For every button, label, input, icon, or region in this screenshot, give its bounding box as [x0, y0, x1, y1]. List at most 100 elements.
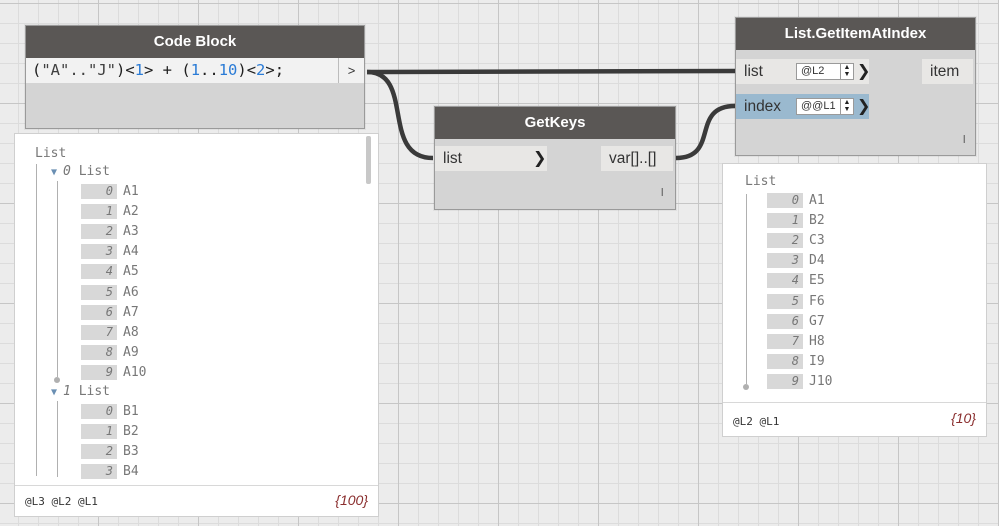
item-index: 6	[767, 313, 803, 329]
code-input[interactable]: ("A".."J")<1> + (1..10)<2>;	[26, 58, 338, 83]
sublist-label: List	[78, 384, 111, 399]
item-value: J10	[809, 373, 833, 389]
item-value: F6	[809, 293, 825, 309]
item-index: 3	[81, 464, 117, 480]
list-item: 3 A4	[81, 243, 139, 260]
chevron-right-icon: ❯	[857, 98, 871, 115]
getitem-input-index[interactable]: index @@L1 ▲▼ ❯	[736, 94, 871, 119]
item-value: B1	[123, 404, 139, 419]
item-value: A8	[123, 324, 139, 340]
list-level-stepper[interactable]: @L2 ▲▼	[796, 63, 854, 80]
getitem-input-list[interactable]: list @L2 ▲▼ ❯	[736, 59, 871, 84]
item-value: A2	[123, 204, 139, 220]
item-index: 1	[81, 424, 117, 440]
item-index: 1	[767, 213, 803, 229]
getkeys-output-var[interactable]: var[]..[]	[601, 146, 673, 171]
list-item: 3 B4	[81, 463, 139, 480]
preview-footer: @L3 @L2 @L1 {100}	[15, 485, 378, 516]
item-index: 7	[767, 333, 803, 349]
lacing-indicator[interactable]: l	[963, 134, 966, 146]
item-index: 2	[81, 224, 117, 240]
lacing-indicator[interactable]: l	[661, 187, 664, 199]
item-index: 7	[81, 324, 117, 340]
preview-list-title: List	[35, 146, 67, 161]
item-index: 0	[767, 193, 803, 208]
list-level-value: @L2	[801, 65, 825, 77]
code-block-title[interactable]: Code Block	[26, 26, 364, 58]
wire-code-to-getitem[interactable]	[366, 68, 736, 75]
item-value: A9	[123, 344, 139, 360]
list-item: 2 A3	[81, 223, 139, 240]
getkeys-node[interactable]: GetKeys list ❯ var[]..[] l	[434, 106, 676, 210]
list-item: 0 B1	[81, 403, 139, 420]
getkeys-input-label: list	[443, 150, 462, 167]
code-token: (	[32, 61, 42, 79]
preview-count: {100}	[335, 492, 368, 508]
item-index: 3	[81, 244, 117, 260]
code-token: 2	[256, 61, 266, 79]
getitematindex-node[interactable]: List.GetItemAtIndex list @L2 ▲▼ ❯ index …	[735, 17, 976, 156]
getitem-output-item[interactable]: item	[922, 59, 973, 84]
preview-scrollbar[interactable]	[366, 136, 371, 184]
chevron-right-icon: ❯	[857, 63, 871, 80]
code-token: >;	[265, 61, 285, 79]
item-value: A4	[123, 244, 139, 260]
preview-sublist-header[interactable]: ▼ 0 List	[51, 164, 110, 179]
item-index: 8	[767, 353, 803, 369]
chevron-right-icon: ❯	[533, 150, 547, 167]
item-index: 8	[81, 344, 117, 360]
wire-getkeys-to-getitem[interactable]	[675, 103, 736, 161]
stepper-arrows-icon[interactable]: ▲▼	[840, 64, 853, 79]
item-index: 5	[767, 293, 803, 309]
collapse-triangle-icon[interactable]: ▼	[51, 387, 64, 398]
code-block-node[interactable]: Code Block ("A".."J")<1> + (1..10)<2>; >	[25, 25, 365, 129]
item-index: 5	[81, 284, 117, 300]
getkeys-title[interactable]: GetKeys	[435, 107, 675, 139]
collapse-triangle-icon[interactable]: ▼	[51, 167, 64, 178]
item-index: 0	[81, 184, 117, 199]
stepper-arrows-icon[interactable]: ▲▼	[840, 99, 853, 114]
item-index: 9	[81, 364, 117, 380]
list-item: 8 I9	[767, 353, 825, 370]
code-token: ..	[200, 61, 219, 79]
item-value: I9	[809, 353, 825, 369]
getitem-output-label: item	[930, 63, 960, 80]
getkeys-output-label: var[]..[]	[609, 150, 657, 167]
getkeys-input-list[interactable]: list ❯	[435, 146, 547, 171]
item-value: B4	[123, 464, 139, 480]
getitematindex-title[interactable]: List.GetItemAtIndex	[736, 18, 975, 50]
code-token: "A".."J"	[41, 61, 116, 79]
code-token: > + (	[144, 61, 191, 79]
item-value: A3	[123, 224, 139, 240]
sublist-label: List	[78, 164, 111, 179]
preview-levels: @L3 @L2 @L1	[25, 495, 98, 508]
preview-levels: @L2 @L1	[733, 415, 780, 428]
item-index: 0	[81, 404, 117, 419]
item-value: H8	[809, 333, 825, 349]
item-index: 4	[81, 264, 117, 280]
item-index: 4	[767, 273, 803, 289]
code-token: 1	[134, 61, 145, 79]
code-block-output-port[interactable]: >	[338, 58, 364, 83]
item-value: G7	[809, 313, 825, 329]
item-value: B2	[809, 213, 825, 229]
item-value: A7	[123, 304, 139, 320]
preview-sublist-header[interactable]: ▼ 1 List	[51, 384, 110, 399]
item-index: 2	[81, 444, 117, 460]
code-token: 1	[190, 61, 201, 79]
preview-footer: @L2 @L1 {10}	[723, 402, 986, 436]
item-index: 3	[767, 253, 803, 269]
code-token: )<	[237, 61, 257, 79]
code-token: 10	[218, 61, 238, 79]
list-item: 5 F6	[767, 293, 825, 310]
index-level-stepper[interactable]: @@L1 ▲▼	[796, 98, 854, 115]
